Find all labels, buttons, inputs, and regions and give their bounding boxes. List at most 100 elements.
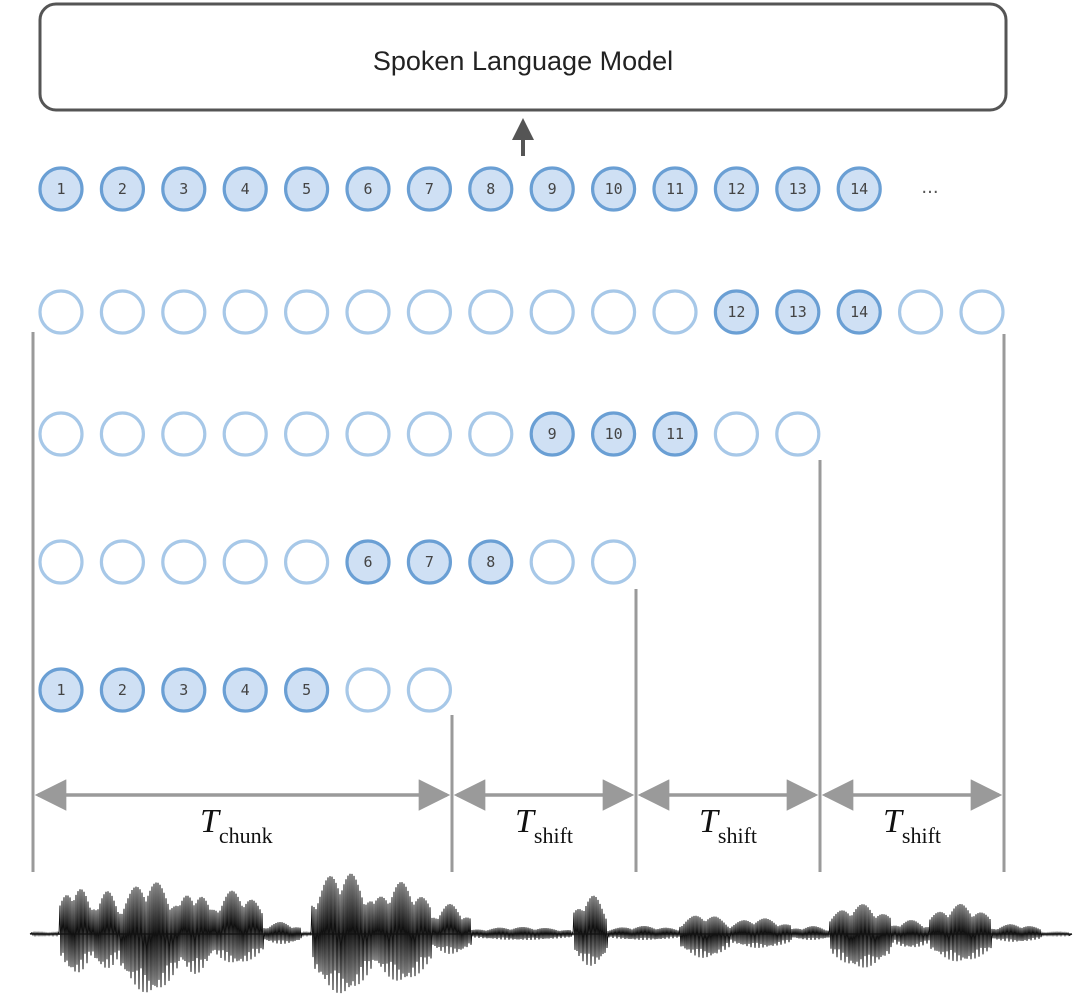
interval-labels: Tchunk Tshift Tshift Tshift xyxy=(200,803,941,848)
empty-slot xyxy=(161,411,207,457)
token-label: 8 xyxy=(486,553,495,571)
token-label: 2 xyxy=(118,180,127,198)
token-label: 12 xyxy=(727,303,745,321)
empty-slot xyxy=(222,289,268,335)
output-token: 1 xyxy=(38,166,84,212)
empty-slot xyxy=(897,289,944,335)
interval-label-shift-2: Tshift xyxy=(699,803,757,848)
token-label: 14 xyxy=(850,180,868,198)
token-label: 6 xyxy=(363,180,372,198)
empty-slot xyxy=(284,411,330,457)
chunk-token: 12 xyxy=(713,289,760,335)
token-label: 3 xyxy=(179,180,188,198)
output-token: 10 xyxy=(590,166,637,212)
chunk-token: 6 xyxy=(345,539,391,585)
token-label: 13 xyxy=(789,180,807,198)
token-label: 11 xyxy=(666,425,684,443)
token-label: 11 xyxy=(666,180,684,198)
empty-slot xyxy=(959,289,1005,335)
output-token: 14 xyxy=(836,166,882,212)
chunk-row-4: 12 13 14 xyxy=(38,289,1005,335)
token-label: 9 xyxy=(548,180,557,198)
empty-slot xyxy=(406,667,452,713)
empty-slot xyxy=(529,539,575,585)
output-token: 7 xyxy=(406,166,452,212)
token-label: 4 xyxy=(241,180,250,198)
empty-slot xyxy=(468,289,514,335)
output-token: 11 xyxy=(652,166,698,212)
empty-slot xyxy=(222,539,268,585)
output-token: 8 xyxy=(468,166,514,212)
chunk-token: 5 xyxy=(284,667,330,713)
chunk-row-2: 6 7 8 xyxy=(38,539,637,585)
chunk-token: 4 xyxy=(222,667,268,713)
token-label: 1 xyxy=(56,180,65,198)
empty-slot xyxy=(775,411,821,457)
empty-slot xyxy=(345,289,391,335)
token-label: 10 xyxy=(605,180,623,198)
chunk-token: 7 xyxy=(406,539,452,585)
output-token: 2 xyxy=(99,166,146,212)
output-token: 5 xyxy=(284,166,330,212)
token-label: 13 xyxy=(789,303,807,321)
chunk-token: 14 xyxy=(836,289,882,335)
token-label: 4 xyxy=(241,681,250,699)
token-label: 5 xyxy=(302,180,311,198)
empty-slot xyxy=(161,539,207,585)
empty-slot xyxy=(345,667,391,713)
empty-slot xyxy=(713,411,760,457)
token-label: 7 xyxy=(425,180,434,198)
token-label: 10 xyxy=(605,425,623,443)
chunk-row-1: 1 2 3 4 5 xyxy=(38,667,452,713)
chunk-token: 8 xyxy=(468,539,514,585)
chunk-token: 3 xyxy=(161,667,207,713)
empty-slot xyxy=(284,539,330,585)
token-label: 3 xyxy=(179,681,188,699)
token-label: 2 xyxy=(118,681,127,699)
interval-label-shift-3: Tshift xyxy=(883,803,941,848)
chunk-token: 9 xyxy=(529,411,575,457)
chunk-token: 13 xyxy=(775,289,821,335)
chunk-token: 11 xyxy=(652,411,698,457)
output-token: 6 xyxy=(345,166,391,212)
empty-slot xyxy=(345,411,391,457)
interval-label-shift-1: Tshift xyxy=(515,803,573,848)
empty-slot xyxy=(38,411,84,457)
chunk-token: 10 xyxy=(590,411,637,457)
empty-slot xyxy=(468,411,514,457)
empty-slot xyxy=(99,539,146,585)
output-token: 13 xyxy=(775,166,821,212)
chunk-token: 1 xyxy=(38,667,84,713)
audio-waveform xyxy=(29,873,1073,994)
empty-slot xyxy=(406,411,452,457)
token-label: 6 xyxy=(363,553,372,571)
empty-slot xyxy=(38,289,84,335)
token-label: 8 xyxy=(486,180,495,198)
model-label: Spoken Language Model xyxy=(373,46,673,76)
empty-slot xyxy=(590,289,637,335)
empty-slot xyxy=(652,289,698,335)
output-token: 4 xyxy=(222,166,268,212)
token-label: 14 xyxy=(850,303,868,321)
interval-label-chunk: Tchunk xyxy=(200,803,273,848)
empty-slot xyxy=(99,289,146,335)
token-label: 5 xyxy=(302,681,311,699)
output-token: 9 xyxy=(529,166,575,212)
empty-slot xyxy=(161,289,207,335)
empty-slot xyxy=(222,411,268,457)
waveform-trace xyxy=(29,873,1073,994)
token-label: 7 xyxy=(425,553,434,571)
output-ellipsis: ... xyxy=(921,177,938,198)
token-label: 12 xyxy=(727,180,745,198)
output-token: 3 xyxy=(161,166,207,212)
empty-slot xyxy=(590,539,637,585)
empty-slot xyxy=(529,289,575,335)
chunk-token: 2 xyxy=(99,667,146,713)
token-label: 9 xyxy=(548,425,557,443)
model-box: Spoken Language Model xyxy=(38,2,1008,112)
token-label: 1 xyxy=(56,681,65,699)
empty-slot xyxy=(38,539,84,585)
